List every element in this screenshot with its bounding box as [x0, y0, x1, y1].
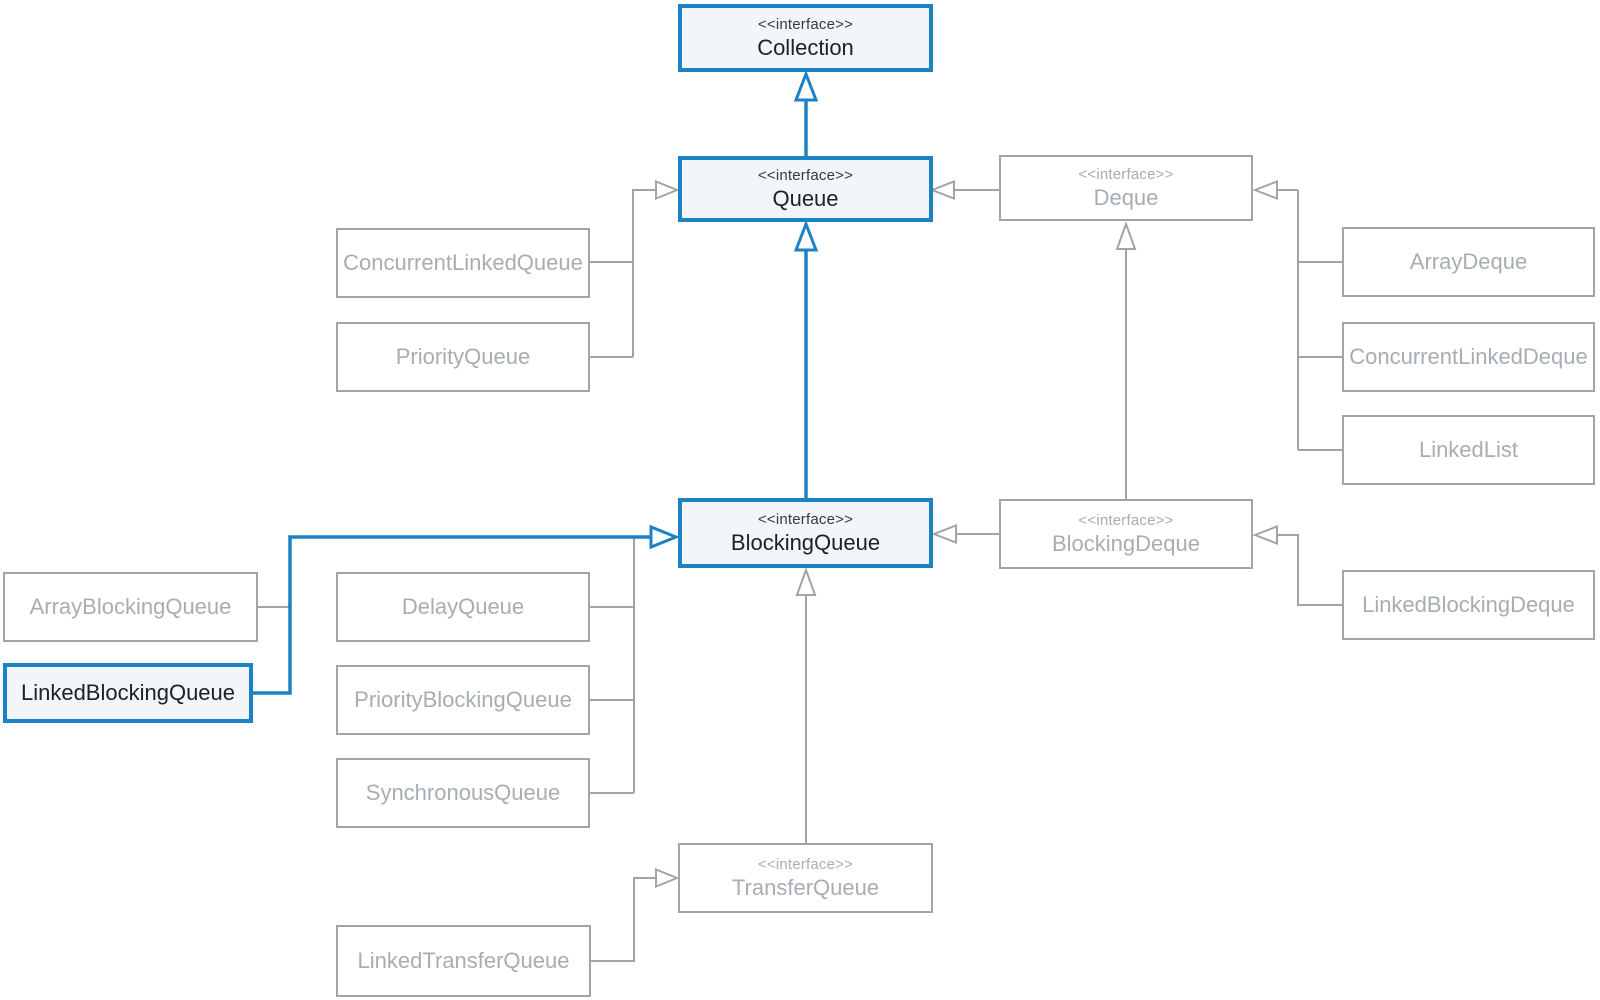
node-collection-label: Collection — [757, 35, 854, 60]
node-deque[interactable]: <<interface>> Deque — [999, 155, 1253, 221]
arrowhead-into-deque-bottom — [1115, 221, 1137, 250]
node-deque-label: Deque — [1093, 185, 1159, 210]
node-arrayblockingqueue[interactable]: ArrayBlockingQueue — [3, 572, 258, 642]
arrowhead-into-queue-bottom — [793, 219, 819, 252]
node-queue-label: Queue — [772, 186, 839, 211]
arrowhead-into-blockingdeque-right — [1252, 525, 1278, 545]
edge-transferqueue-blockingqueue — [795, 567, 817, 843]
node-priorityblockingqueue-label: PriorityBlockingQueue — [354, 687, 572, 713]
node-blockingdeque[interactable]: <<interface>> BlockingDeque — [999, 499, 1253, 569]
edge-priorityqueue-queue — [590, 180, 680, 358]
edge-queue-collection — [793, 69, 819, 156]
node-transferqueue[interactable]: <<interface>> TransferQueue — [678, 843, 933, 913]
node-delayqueue[interactable]: DelayQueue — [336, 572, 590, 642]
node-synchronousqueue[interactable]: SynchronousQueue — [336, 758, 590, 828]
edge-linkedtransferqueue-transferqueue — [591, 868, 680, 962]
arrowhead-into-blockingqueue-left — [649, 524, 681, 550]
node-blockingqueue-label: BlockingQueue — [730, 530, 881, 555]
node-blockingqueue-stereotype: <<interface>> — [757, 510, 854, 528]
node-concurrentlinkeddeque[interactable]: ConcurrentLinkedDeque — [1342, 322, 1595, 392]
node-concurrentlinkedqueue-label: ConcurrentLinkedQueue — [343, 250, 583, 276]
arrowhead-into-queue-left — [655, 180, 680, 200]
node-blockingqueue[interactable]: <<interface>> BlockingQueue — [678, 498, 933, 568]
edge-blockingqueue-queue — [793, 219, 819, 498]
node-linkedblockingqueue[interactable]: LinkedBlockingQueue — [3, 663, 253, 723]
node-blockingdeque-label: BlockingDeque — [1052, 531, 1200, 556]
node-linkedtransferqueue-label: LinkedTransferQueue — [357, 948, 570, 974]
edge-blockingdeque-blockingqueue — [931, 524, 999, 544]
arrowhead-into-collection-bottom — [793, 69, 819, 102]
node-transferqueue-label: TransferQueue — [731, 875, 880, 900]
node-collection[interactable]: <<interface>> Collection — [678, 4, 933, 72]
node-linkedlist[interactable]: LinkedList — [1342, 415, 1595, 485]
node-priorityqueue[interactable]: PriorityQueue — [336, 322, 590, 392]
edge-deque-subclasses-bus — [1252, 180, 1342, 451]
node-blockingdeque-stereotype: <<interface>> — [1078, 511, 1174, 529]
node-concurrentlinkedqueue[interactable]: ConcurrentLinkedQueue — [336, 228, 590, 298]
node-concurrentlinkeddeque-label: ConcurrentLinkedDeque — [1349, 344, 1588, 370]
node-deque-stereotype: <<interface>> — [1078, 165, 1174, 183]
arrowhead-into-transferqueue-left — [655, 868, 680, 888]
node-arraydeque-label: ArrayDeque — [1409, 249, 1528, 275]
arrowhead-into-queue-right — [929, 180, 955, 200]
arrowhead-into-blockingqueue-right — [931, 524, 957, 544]
node-arraydeque[interactable]: ArrayDeque — [1342, 227, 1595, 297]
node-arrayblockingqueue-label: ArrayBlockingQueue — [29, 594, 232, 620]
node-linkedblockingqueue-label: LinkedBlockingQueue — [20, 680, 236, 706]
node-queue-stereotype: <<interface>> — [757, 166, 854, 184]
node-linkedlist-label: LinkedList — [1418, 437, 1519, 463]
node-synchronousqueue-label: SynchronousQueue — [365, 780, 561, 806]
node-transferqueue-stereotype: <<interface>> — [757, 855, 854, 873]
node-linkedblockingdeque-label: LinkedBlockingDeque — [1362, 592, 1575, 618]
node-linkedtransferqueue[interactable]: LinkedTransferQueue — [336, 925, 591, 997]
arrowhead-into-deque-right — [1252, 180, 1278, 200]
node-delayqueue-label: DelayQueue — [401, 594, 525, 620]
node-priorityqueue-label: PriorityQueue — [395, 344, 531, 370]
node-queue[interactable]: <<interface>> Queue — [678, 156, 933, 222]
arrowhead-into-blockingqueue-bottom — [795, 567, 817, 596]
node-priorityblockingqueue[interactable]: PriorityBlockingQueue — [336, 665, 590, 735]
edge-linkedblockingqueue-blockingqueue — [253, 524, 681, 695]
node-collection-stereotype: <<interface>> — [757, 15, 854, 33]
node-linkedblockingdeque[interactable]: LinkedBlockingDeque — [1342, 570, 1595, 640]
edge-blockingdeque-deque — [1115, 221, 1137, 499]
edge-deque-queue — [929, 180, 999, 200]
edge-blockingqueue-subclasses-bus — [590, 538, 635, 794]
edge-linkedblockingdeque-blockingdeque — [1252, 525, 1342, 606]
